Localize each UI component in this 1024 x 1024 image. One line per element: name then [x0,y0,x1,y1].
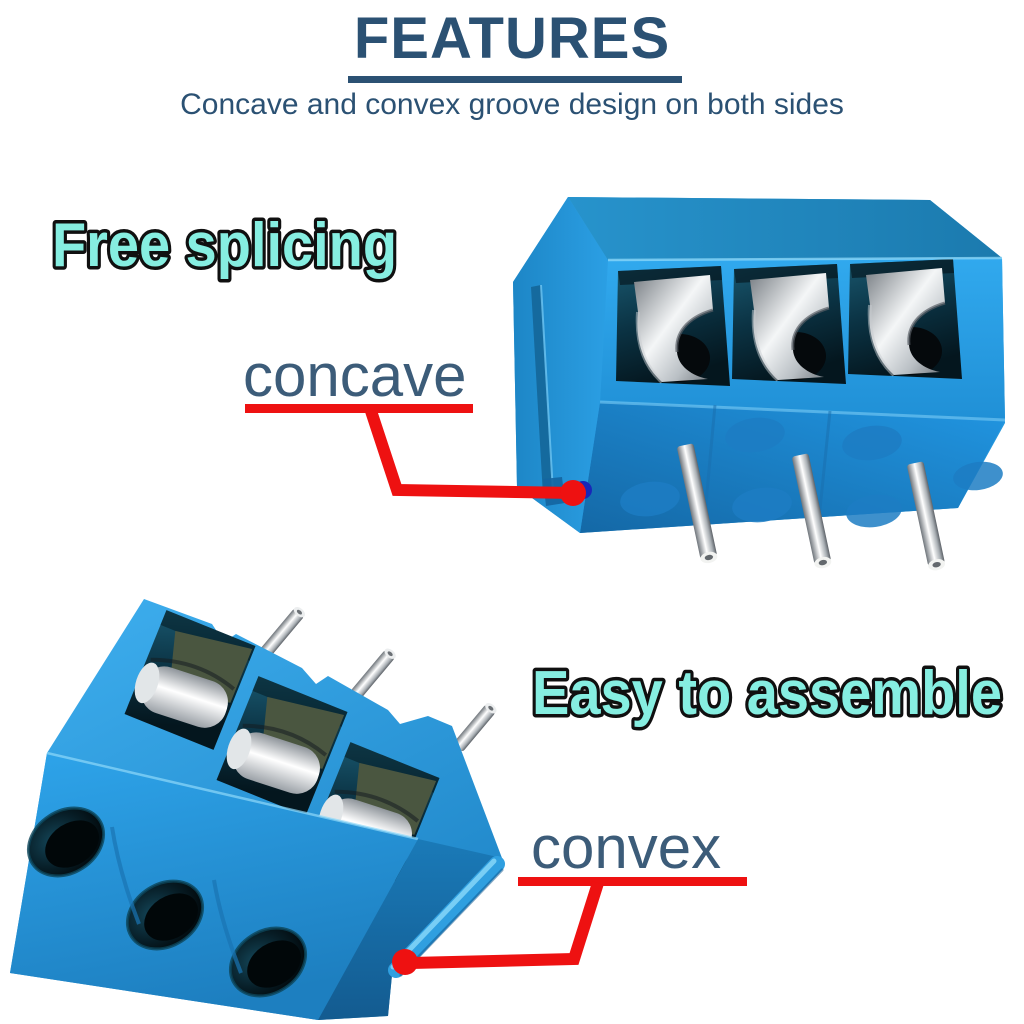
terminal-pin [677,443,718,564]
clamp-screw [134,662,228,728]
cavity-window [216,676,348,816]
wire-hole [228,926,308,998]
top-face [568,197,1002,260]
callout-free-splicing: Free splicing [49,208,401,284]
title-underline [348,76,682,83]
terminal-pin [907,461,946,571]
page-subtitle: Concave and convex groove design on both… [180,88,844,121]
block-body [10,599,505,1020]
clamp-screw [226,728,320,794]
label-concave: concave [243,342,467,409]
wire-clamp [634,275,713,382]
terminal-pin [453,703,497,752]
groove-notch [543,477,565,506]
callout-easy-assemble-text: Easy to assemble [532,659,1002,728]
callout-easy-assemble: Easy to assemble [529,656,1006,732]
terminal-block-concave-view [513,197,1006,571]
wire-clamp [750,273,829,380]
convex-underline [518,877,747,886]
callout-free-splicing-text: Free splicing [52,211,397,280]
cavity-window [124,610,256,750]
cavity-window [732,264,846,384]
terminal-pin [351,648,396,699]
concave-underline [245,404,473,413]
cavity-window [616,266,730,386]
terminal-pin [792,453,832,569]
page-title: FEATURES [353,6,671,71]
wire-hole [26,806,106,878]
label-convex: convex [531,814,722,881]
cavity-window [848,259,962,379]
block-body [513,197,1006,571]
pin-hole-ovals [620,417,1003,528]
wire-clamp [866,268,945,375]
terminal-pin [259,606,306,659]
wire-hole [125,879,205,951]
terminal-block-convex-view [10,599,505,1020]
